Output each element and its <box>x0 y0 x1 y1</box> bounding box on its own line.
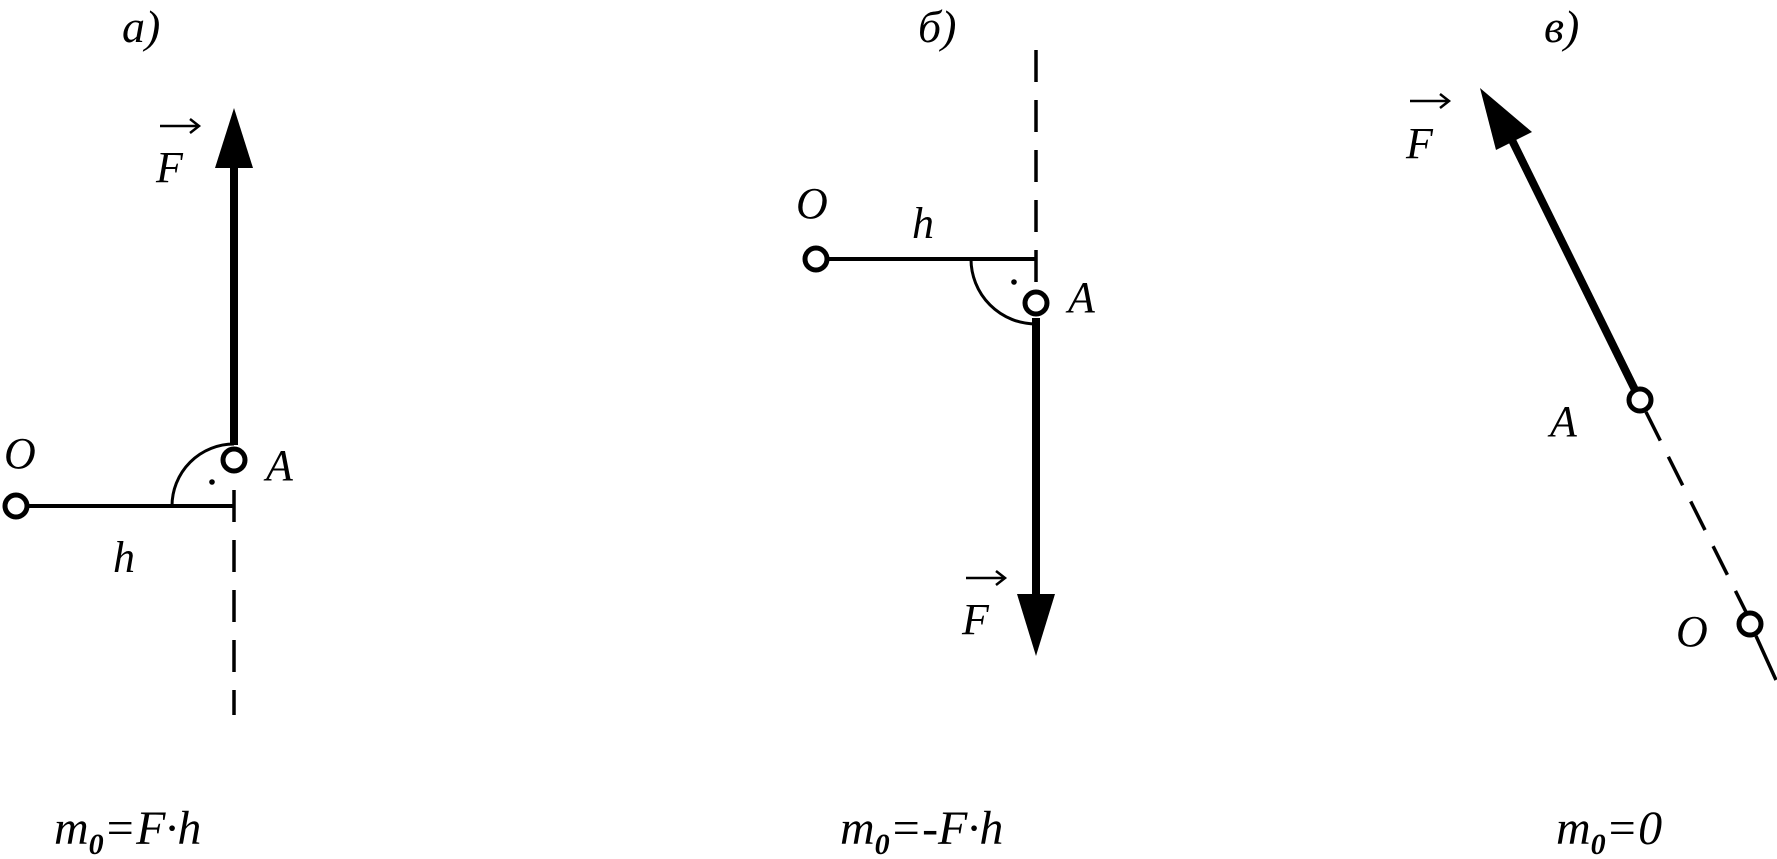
panel-b-point-A <box>1022 289 1050 317</box>
panel-c-caption: в) <box>1544 1 1579 52</box>
panel-b-right-angle-arc <box>969 258 1037 326</box>
panel-a: а) O A h F m0=F·h <box>2 1 294 859</box>
svg-text:m0=0: m0=0 <box>1556 802 1662 859</box>
panel-b-label-h: h <box>912 199 934 248</box>
panel-c-label-O: O <box>1676 607 1708 656</box>
panel-a-label-A: A <box>263 441 294 490</box>
panel-a-formula: m0=F·h <box>54 802 201 859</box>
panel-c-label-A: A <box>1547 397 1578 446</box>
panel-b-formula-m: m <box>840 802 875 855</box>
panel-a-point-O <box>2 492 30 520</box>
panel-c-line-of-action <box>1644 411 1750 617</box>
panel-b-vector-arrow-icon <box>966 570 1008 586</box>
panel-a-label-F: F <box>155 143 184 192</box>
panel-b-formula: m0=-F·h <box>840 802 1003 859</box>
panel-c-vector-arrow-icon <box>1410 93 1452 109</box>
panel-a-formula-rest: =F·h <box>104 802 202 855</box>
panel-b-point-O <box>802 245 830 273</box>
panel-a-force-label: F <box>155 118 202 192</box>
panel-a-right-angle-dot <box>209 479 215 485</box>
panel-a-right-angle-arc <box>170 442 235 507</box>
panel-b-formula-sub: 0 <box>875 828 890 859</box>
panel-c-force-shaft <box>1502 126 1644 402</box>
panel-a-label-O: O <box>4 429 36 478</box>
panel-c-label-F: F <box>1405 119 1434 168</box>
panel-c-force-label: F <box>1405 93 1452 168</box>
panel-b: б) O A h F m0=-F·h <box>796 1 1096 859</box>
panel-c: в) A O F m0=0 <box>1405 1 1777 859</box>
panel-b-force-label: F <box>961 570 1008 644</box>
panel-a-point-A <box>220 446 248 474</box>
panel-c-formula: m0=0 <box>1556 802 1662 859</box>
panel-a-label-h: h <box>113 533 135 582</box>
panel-b-label-A: A <box>1065 273 1096 322</box>
panel-a-formula-m: m <box>54 802 89 855</box>
panel-b-caption: б) <box>918 1 956 52</box>
panel-b-label-O: O <box>796 179 828 228</box>
panel-c-point-O <box>1736 610 1764 638</box>
panel-c-force-arrowhead <box>1480 88 1532 150</box>
panel-a-caption: а) <box>122 1 160 52</box>
panel-b-force-arrowhead <box>1017 594 1055 656</box>
svg-text:m0=F·h: m0=F·h <box>54 802 201 859</box>
panel-c-line-tail <box>1754 635 1777 681</box>
panel-a-formula-sub: 0 <box>89 828 104 859</box>
panel-a-force-arrowhead <box>215 108 253 168</box>
panel-b-right-angle-dot <box>1011 279 1017 285</box>
panel-b-formula-rest: =-F·h <box>890 802 1004 855</box>
panel-c-formula-rest: =0 <box>1606 802 1662 855</box>
svg-text:m0=-F·h: m0=-F·h <box>840 802 1003 859</box>
panel-c-formula-sub: 0 <box>1591 828 1606 859</box>
panel-b-label-F: F <box>961 595 990 644</box>
panel-c-point-A <box>1626 386 1654 414</box>
panel-a-vector-arrow-icon <box>160 118 202 134</box>
panel-c-formula-m: m <box>1556 802 1591 855</box>
